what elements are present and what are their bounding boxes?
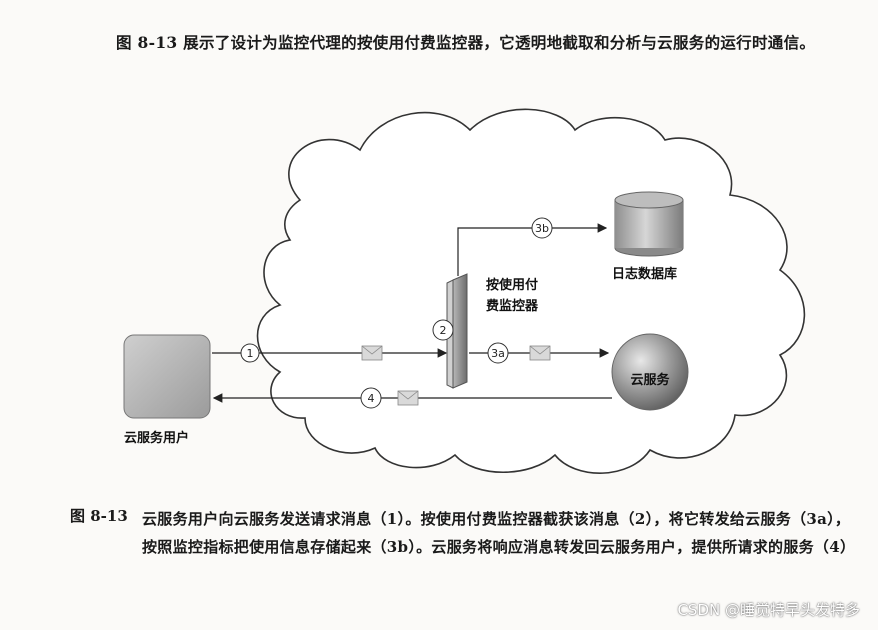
message-envelope-icon bbox=[361, 345, 383, 361]
step-2-marker bbox=[432, 319, 454, 341]
step-1-label: 1 bbox=[247, 347, 254, 360]
step-1-marker bbox=[240, 343, 260, 363]
step-3b-marker bbox=[531, 217, 553, 239]
consumer-label: 云服务用户 bbox=[124, 430, 189, 446]
step-3b-label: 3b bbox=[535, 222, 549, 235]
message-envelope-icon bbox=[529, 345, 551, 361]
consumer-icon bbox=[123, 334, 211, 419]
figure-number: 图 8-13 bbox=[70, 507, 128, 525]
message-envelope-icon bbox=[397, 390, 419, 406]
pay-per-use-monitor-icon bbox=[446, 273, 468, 389]
database-label: 日志数据库 bbox=[612, 266, 677, 282]
monitor-label-line2: 费监控器 bbox=[486, 298, 539, 314]
arrow-log-usage bbox=[457, 223, 608, 276]
pay-per-use-monitor-diagram: 云服务用户 1 2 按使用付 费监控器 3b 日志数据库 3a 云服务 4 bbox=[123, 108, 806, 474]
step-3a-marker bbox=[487, 342, 509, 364]
cloud-service-icon bbox=[611, 333, 689, 411]
intro-paragraph: 图 8-13 展示了设计为监控代理的按使用付费监控器，它透明地截取和分析与云服务… bbox=[116, 33, 816, 52]
cloud-service-label: 云服务 bbox=[630, 372, 670, 388]
watermark: CSDN @睡觉特早头发特多 bbox=[677, 601, 860, 619]
monitor-label-line1: 按使用付 bbox=[486, 277, 538, 293]
log-database-icon bbox=[614, 191, 684, 257]
step-2-label: 2 bbox=[440, 324, 447, 337]
figure-caption: 云服务用户向云服务发送请求消息（1）。按使用付费监控器截获该消息（2），将它转发… bbox=[142, 510, 856, 556]
step-4-marker bbox=[360, 387, 382, 409]
step-3a-label: 3a bbox=[491, 347, 505, 360]
step-4-label: 4 bbox=[368, 392, 375, 405]
